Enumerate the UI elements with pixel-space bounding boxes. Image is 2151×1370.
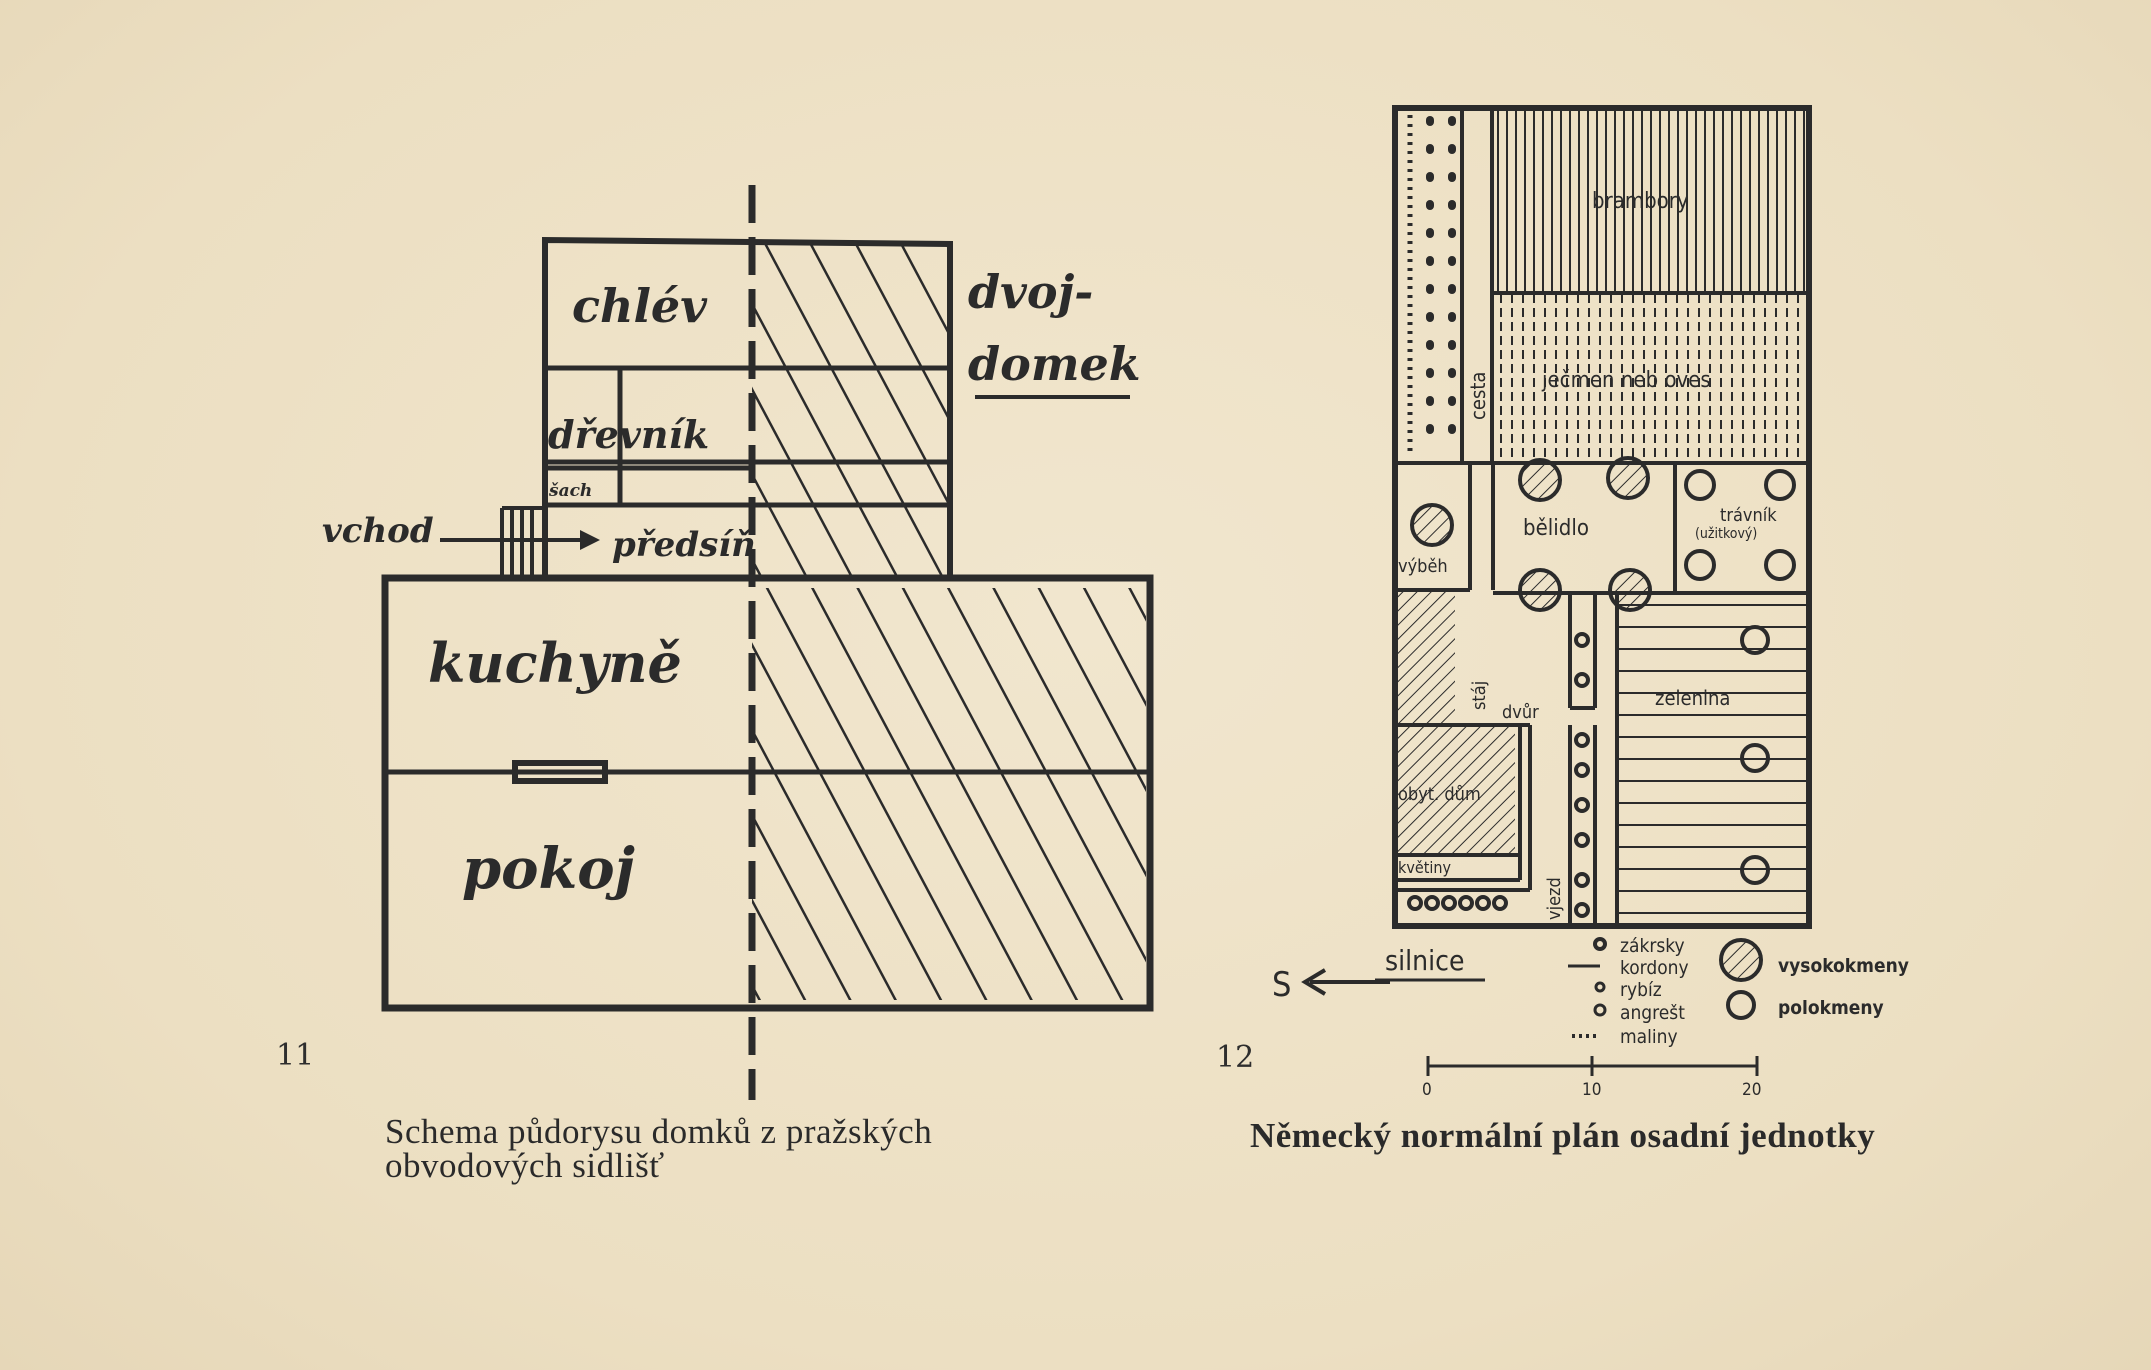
legend-polokmeny: polokmeny (1778, 997, 1884, 1019)
label-obyt-dum: obyt. dům (1398, 784, 1481, 805)
label-zelenina: zelenina (1655, 686, 1730, 710)
label-dvur: dvůr (1502, 702, 1539, 723)
label-travnik-sub: (užitkový) (1695, 526, 1757, 542)
legend-angrest: angrešt (1620, 1002, 1685, 1024)
hatched-upper-half (752, 245, 950, 580)
label-silnice: silnice (1385, 944, 1464, 977)
plot-outline (1392, 105, 1812, 929)
lower-block-outline (381, 574, 1154, 1012)
legend-symbol-vysokokmeny (1719, 938, 1763, 982)
label-chlev: chlév (572, 279, 708, 333)
legend-rybiz: rybíz (1620, 979, 1662, 1001)
label-travnik: trávník (1720, 505, 1777, 526)
entrance-steps (500, 506, 545, 578)
legend-maliny: maliny (1620, 1026, 1678, 1048)
label-sach: šach (548, 481, 592, 501)
label-kvetiny: květiny (1398, 858, 1451, 877)
legend-symbol-polokmeny (1726, 990, 1756, 1020)
legend-symbol-angrest (1593, 1003, 1607, 1017)
field-jecmen (1493, 293, 1808, 463)
label-cesta: cesta (1466, 372, 1490, 420)
small-bushes (1407, 632, 1590, 918)
legend-symbol-zakrsky (1593, 937, 1607, 951)
label-drevnik: dřevník (548, 412, 709, 457)
scale-label-0: 0 (1422, 1080, 1432, 1100)
figure-11-floorplan: chlév dřevník šach vchod předsíň kuchyně… (322, 185, 1154, 1100)
upper-block-dividers (545, 365, 950, 508)
label-pokoj: pokoj (462, 836, 635, 902)
upper-block-outline (542, 236, 953, 580)
legend-symbol-rybiz (1594, 981, 1606, 993)
label-dvoj: dvoj- (968, 265, 1093, 319)
tall-trees (1410, 456, 1652, 612)
figure-12-plot-plan: brambory ječmen neb oves cesta bělidlo t… (1272, 105, 1909, 1100)
scale-label-20: 20 (1742, 1080, 1761, 1100)
figure-11-caption-line1: Schema půdorysu domků z pražských (385, 1112, 933, 1151)
legend-zakrsky: zákrsky (1620, 935, 1685, 957)
label-vybeh: výběh (1398, 556, 1448, 577)
building-staj (1395, 590, 1455, 725)
legend-kordony: kordony (1620, 957, 1689, 979)
entrance-arrow-head (580, 530, 600, 550)
legend-vysokokmeny: vysokokmeny (1778, 955, 1909, 977)
figure-12-number: 12 (1216, 1040, 1255, 1075)
label-predsin: předsíň (612, 525, 756, 565)
scale-bar: 0 10 20 (1422, 1056, 1761, 1100)
hatched-lower-half (752, 588, 1146, 1000)
legend: zákrsky kordony rybíz angrešt maliny vys… (1568, 935, 1909, 1048)
label-brambory: brambory (1592, 189, 1689, 214)
plot-divisions (1395, 108, 1809, 927)
label-domek: domek (968, 337, 1141, 391)
field-brambory (1493, 111, 1808, 293)
scale-label-10: 10 (1582, 1080, 1601, 1100)
half-trees (1684, 469, 1796, 885)
label-staj: stáj (1469, 681, 1490, 710)
figure-11-number: 11 (276, 1038, 315, 1073)
door-symbol (512, 760, 608, 784)
label-belidlo: bělidlo (1523, 516, 1589, 541)
label-kuchyne: kuchyně (428, 631, 682, 695)
figure-11-caption-line2: obvodových sidlišť (385, 1146, 665, 1185)
figure-12-caption: Německý normální plán osadní jednotky (1250, 1116, 1876, 1155)
field-zelenina (1617, 598, 1807, 920)
south-arrow-head (1301, 968, 1327, 996)
building-obyt-dum (1395, 725, 1515, 855)
label-jecmen: ječmen neb oves (1541, 368, 1711, 393)
label-vchod: vchod (322, 511, 434, 551)
label-vjezd: vjezd (1544, 877, 1565, 920)
label-south: S (1272, 965, 1291, 1005)
